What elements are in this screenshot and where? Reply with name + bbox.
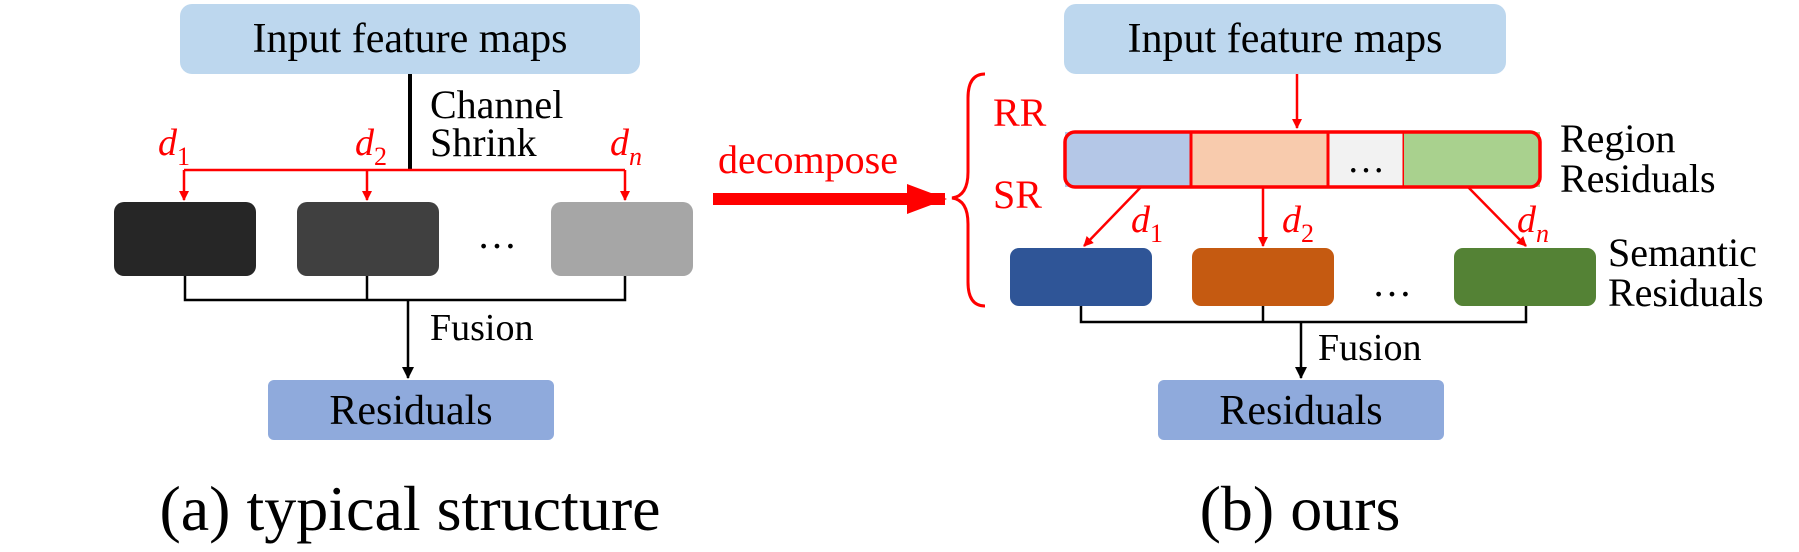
sr-label: SR	[993, 172, 1042, 217]
left-residuals-box	[268, 380, 554, 440]
semantic-label-1: Semantic	[1608, 230, 1757, 275]
right-residuals-label: Residuals	[1219, 388, 1382, 434]
semantic-block-n	[1454, 248, 1596, 306]
left-d2-label: d2	[355, 122, 387, 171]
shrink-label: Shrink	[430, 120, 537, 165]
region-segment-2	[1189, 130, 1330, 189]
left-fusion-bracket	[183, 276, 627, 302]
left-ellipsis: …	[477, 212, 517, 257]
region-ellipsis: …	[1347, 139, 1385, 181]
left-block-n	[551, 202, 693, 276]
right-d1-label: d1	[1131, 199, 1163, 248]
typical-structure-panel: Input feature maps Channel Shrink d1 d2 …	[114, 4, 693, 544]
right-fusion-bracket	[1079, 306, 1528, 324]
semantic-ellipsis: …	[1372, 260, 1412, 305]
region-segment-1	[1065, 132, 1191, 187]
semantic-label-2: Residuals	[1608, 270, 1764, 315]
region-segment-4	[1404, 132, 1540, 187]
left-residuals-label: Residuals	[329, 388, 492, 434]
left-dn-label: dn	[610, 122, 642, 171]
right-d2-label: d2	[1282, 199, 1314, 248]
rr-sr-brace	[951, 72, 986, 308]
region-bar-outline	[1063, 130, 1542, 189]
region-label-2: Residuals	[1560, 156, 1716, 201]
right-fusion-label: Fusion	[1318, 327, 1421, 369]
region-label-1: Region	[1560, 116, 1676, 161]
semantic-block-2	[1192, 248, 1334, 306]
left-d1-label: d1	[158, 122, 190, 171]
right-input-box	[1064, 4, 1506, 74]
ours-panel: Input feature maps RR SR … Region Residu…	[951, 4, 1764, 544]
left-caption: (a) typical structure	[159, 473, 660, 544]
right-arrow-dn	[1467, 186, 1527, 247]
decompose-label: decompose	[718, 137, 898, 182]
channel-label: Channel	[430, 82, 563, 127]
right-input-label: Input feature maps	[1128, 16, 1443, 62]
right-caption: (b) ours	[1200, 473, 1401, 544]
left-block-1	[114, 202, 256, 276]
right-dn-label: dn	[1517, 199, 1549, 248]
left-input-label: Input feature maps	[253, 16, 568, 62]
rr-label: RR	[993, 90, 1047, 135]
semantic-block-1	[1010, 248, 1152, 306]
decompose-arrow-group: decompose	[713, 137, 947, 214]
left-fusion-label: Fusion	[430, 307, 533, 349]
right-arrow-d1	[1083, 186, 1142, 247]
right-residuals-box	[1158, 380, 1444, 440]
left-block-2	[297, 202, 439, 276]
left-input-box	[180, 4, 640, 74]
